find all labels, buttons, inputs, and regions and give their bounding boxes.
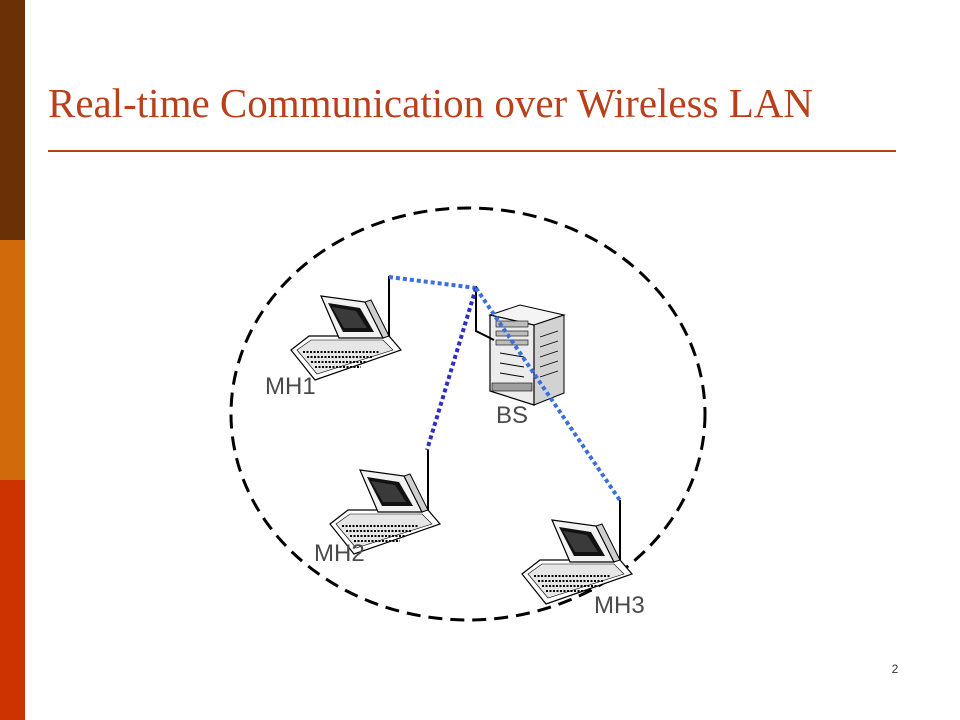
sidebar-band-bottom bbox=[0, 480, 25, 720]
wireless-link-mh1-bs bbox=[388, 275, 477, 290]
coverage-area-boundary bbox=[229, 206, 707, 622]
base-station-label: BS bbox=[496, 402, 528, 429]
laptop-icon-mh1 bbox=[290, 275, 402, 381]
sidebar-band-top bbox=[0, 0, 25, 240]
page-number: 2 bbox=[891, 662, 899, 676]
base-station-icon bbox=[488, 304, 566, 406]
mh3-label: MH3 bbox=[594, 592, 645, 619]
sidebar-band-middle bbox=[0, 240, 25, 480]
wireless-link-mh2-bs bbox=[425, 287, 478, 451]
base-station-antenna bbox=[475, 286, 495, 341]
slide-title: Real-time Communication over Wireless LA… bbox=[48, 80, 814, 126]
title-underline bbox=[48, 150, 896, 152]
wireless-link-mh3-bs bbox=[474, 286, 623, 504]
laptop-icon-mh2 bbox=[329, 449, 441, 555]
laptop-icon-mh3 bbox=[521, 499, 633, 605]
mh1-label: MH1 bbox=[265, 373, 316, 400]
mh2-label: MH2 bbox=[314, 540, 365, 567]
